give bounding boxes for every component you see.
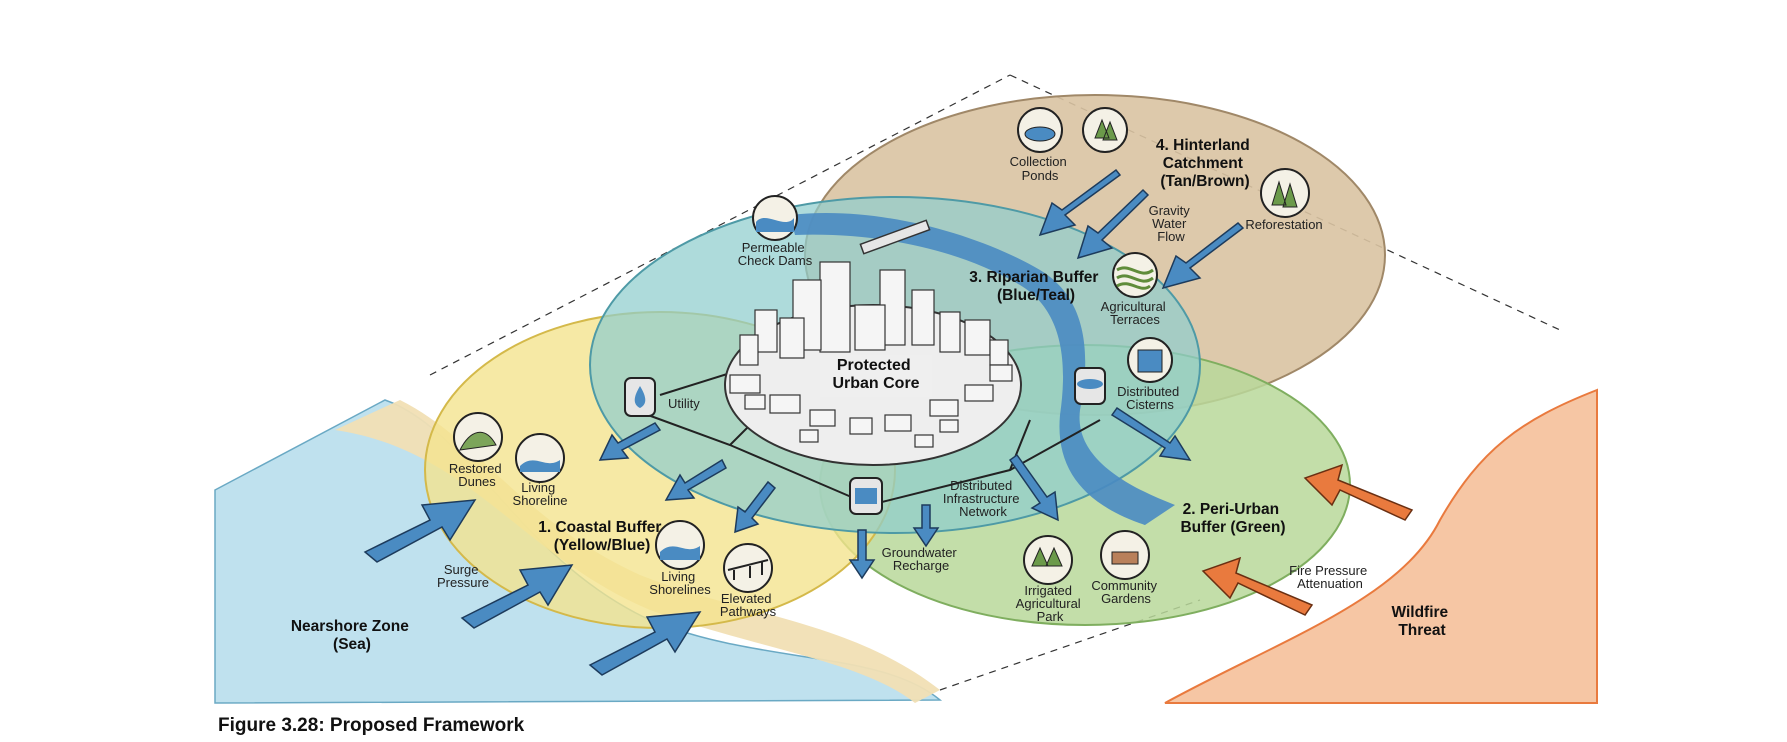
agricultural-terraces-label: Agricultural Terraces [1101, 299, 1170, 327]
cistern-tank-icon [1074, 367, 1106, 405]
hinterland-catchment-label: 4. Hinterland Catchment (Tan/Brown) [1156, 137, 1254, 190]
restored-dunes-icon [453, 412, 503, 462]
distributed-cisterns-label: Distributed Cisterns [1117, 384, 1183, 412]
distributed-cisterns-icon [1127, 337, 1173, 383]
utility-icon [624, 377, 656, 417]
groundwater-recharge-label: Groundwater Recharge [882, 545, 961, 573]
living-shoreline-label: Living Shoreline [513, 480, 568, 508]
utility-label: Utility [668, 396, 700, 411]
elevated-pathways-icon [723, 543, 773, 593]
river-channel [790, 213, 1175, 525]
wildfire-threat-label: Wildfire Threat [1391, 604, 1452, 639]
surge-pressure-label: Surge Pressure [437, 562, 489, 590]
living-shoreline-icon [515, 433, 565, 483]
groundwater-tank-icon [849, 477, 883, 515]
permeable-check-dams-label: Permeable Check Dams [738, 240, 813, 268]
urban-core-label: Protected Urban Core [832, 357, 919, 392]
community-gardens-icon [1100, 530, 1150, 580]
irrigated-agricultural-park-icon [1023, 535, 1073, 585]
outflow-arrows [598, 406, 1192, 580]
tree-icon [1082, 107, 1128, 153]
elevated-pathways-label: Elevated Pathways [720, 591, 777, 619]
fire-pressure-arrows [1201, 463, 1414, 616]
surge-pressure-arrows [363, 499, 702, 676]
restored-dunes-label: Restored Dunes [449, 461, 505, 489]
nearshore-zone-label: Nearshore Zone (Sea) [291, 618, 413, 653]
living-shorelines-icon [655, 520, 705, 570]
irrigated-agricultural-park-label: Irrigated Agricultural Park [1016, 583, 1085, 624]
distributed-infrastructure-network-label: Distributed Infrastructure Network [943, 478, 1023, 519]
reforestation-label: Reforestation [1245, 217, 1322, 232]
collection-ponds-icon [1017, 107, 1063, 153]
wildfire-area [1164, 388, 1598, 704]
riparian-buffer-label: 3. Riparian Buffer (Blue/Teal) [969, 269, 1103, 304]
agricultural-terraces-icon [1112, 252, 1158, 298]
peri-urban-buffer-label: 2. Peri-Urban Buffer (Green) [1180, 501, 1285, 536]
check-dam-structure [859, 219, 931, 255]
living-shorelines-label: Living Shorelines [649, 569, 711, 597]
permeable-check-dams-icon [752, 195, 798, 241]
city-buildings [729, 261, 1013, 448]
reforestation-icon [1260, 168, 1310, 218]
coastal-buffer-label: 1. Coastal Buffer (Yellow/Blue) [538, 519, 665, 554]
gravity-water-flow-label: Gravity Water Flow [1149, 203, 1194, 244]
community-gardens-label: Community Gardens [1091, 578, 1160, 606]
figure-caption: Figure 3.28: Proposed Framework [218, 715, 525, 736]
fire-pressure-attenuation-label: Fire Pressure Attenuation [1289, 563, 1371, 591]
collection-ponds-label: Collection Ponds [1010, 154, 1071, 183]
urban-core-label-bg [820, 355, 932, 397]
gravity-flow-arrows [1038, 168, 1245, 290]
